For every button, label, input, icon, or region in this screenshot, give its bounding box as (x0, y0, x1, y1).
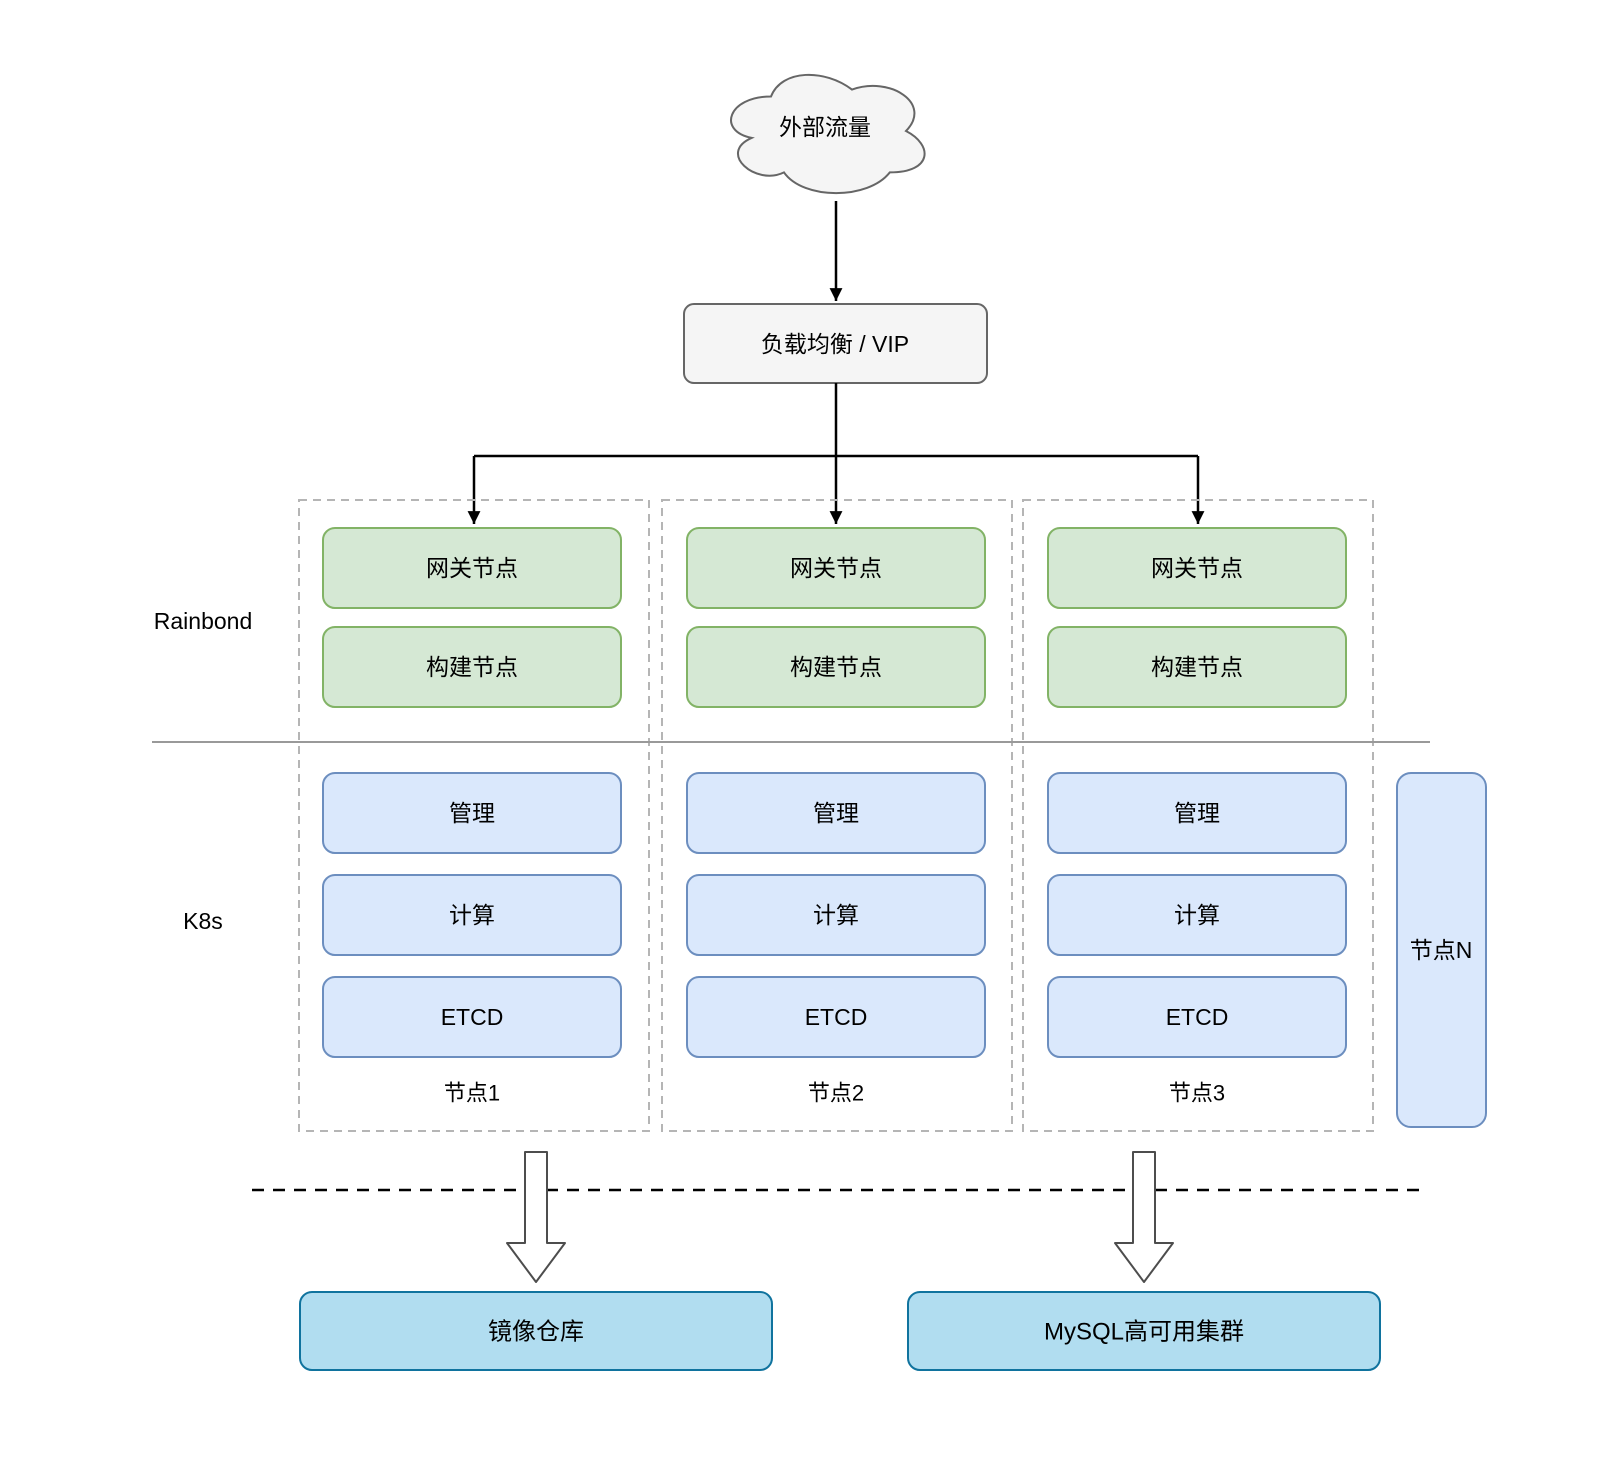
mysql-cluster-label: MySQL高可用集群 (1044, 1319, 1244, 1346)
cloud-shape (730, 73, 926, 195)
node2-build-label: 构建节点 (790, 654, 882, 680)
node1-management-box (322, 772, 622, 854)
node2-k8s-boxes: 管理 计算 ETCD 节点2 (686, 772, 986, 1106)
node1-etcd-label: ETCD (441, 1004, 504, 1030)
node2-etcd-box (686, 976, 986, 1058)
node-n-shape (1396, 772, 1487, 1128)
node3-build-box (1047, 626, 1347, 708)
load-balancer-box: 负载均衡 / VIP (683, 303, 988, 384)
registry-box: 镜像仓库 (299, 1291, 773, 1371)
registry-shape (299, 1291, 773, 1371)
node1-k8s-boxes: 管理 计算 ETCD 节点1 (322, 772, 622, 1106)
node2-gateway-box (686, 527, 986, 609)
node2-build-box (686, 626, 986, 708)
node1-label: 节点1 (444, 1081, 500, 1106)
node3-gateway-box (1047, 527, 1347, 609)
node-n-label: 节点N (1410, 937, 1473, 963)
node1-container (298, 499, 650, 1132)
mysql-cluster-shape (907, 1291, 1381, 1371)
node1-compute-label: 计算 (449, 902, 495, 928)
mysql-cluster-box: MySQL高可用集群 (907, 1291, 1381, 1371)
node2-compute-box (686, 874, 986, 956)
node3-management-box (1047, 772, 1347, 854)
node3-etcd-label: ETCD (1166, 1004, 1229, 1030)
node3-etcd-box (1047, 976, 1347, 1058)
block-arrow-to-registry (506, 1151, 566, 1283)
block-arrow-to-mysql (1114, 1151, 1174, 1283)
node3-build-label: 构建节点 (1151, 654, 1243, 680)
node3-compute-box (1047, 874, 1347, 956)
node1-compute-box (322, 874, 622, 956)
node3-management-label: 管理 (1174, 800, 1220, 826)
node3-gateway-label: 网关节点 (1151, 555, 1243, 581)
node2-gateway-label: 网关节点 (790, 555, 882, 581)
node2-label: 节点2 (808, 1081, 864, 1106)
load-balancer-label: 负载均衡 / VIP (761, 331, 909, 357)
node1-management-label: 管理 (449, 800, 495, 826)
node1-gateway-box (322, 527, 622, 609)
node1-etcd-box (322, 976, 622, 1058)
node-n-box: 节点N (1396, 772, 1487, 1128)
node3-container (1022, 499, 1374, 1132)
section-label-k8s: K8s (183, 908, 223, 934)
node3-k8s-boxes: 管理 计算 ETCD 节点3 (1047, 772, 1347, 1106)
node2-etcd-label: ETCD (805, 1004, 868, 1030)
node3-compute-label: 计算 (1174, 902, 1220, 928)
node1-rainbond-boxes: 网关节点 构建节点 (322, 527, 622, 708)
node2-compute-label: 计算 (813, 902, 859, 928)
node2-container (661, 499, 1013, 1132)
node1-build-box (322, 626, 622, 708)
node2-management-label: 管理 (813, 800, 859, 826)
node2-rainbond-boxes: 网关节点 构建节点 (686, 527, 986, 708)
node1-gateway-label: 网关节点 (426, 555, 518, 581)
node1-build-label: 构建节点 (426, 654, 518, 680)
node3-label: 节点3 (1169, 1081, 1225, 1106)
registry-label: 镜像仓库 (488, 1319, 584, 1346)
node2-management-box (686, 772, 986, 854)
external-traffic-cloud: 外部流量 (730, 73, 926, 195)
cloud-label: 外部流量 (779, 114, 871, 140)
node3-rainbond-boxes: 网关节点 构建节点 (1047, 527, 1347, 708)
section-label-rainbond: Rainbond (154, 608, 252, 634)
